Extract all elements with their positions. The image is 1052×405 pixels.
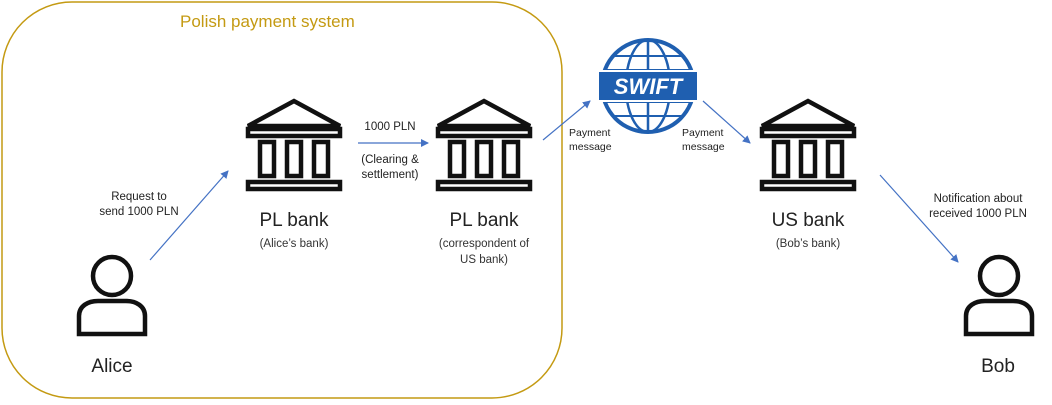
- alice-name: Alice: [91, 356, 133, 377]
- pl-correspondent-bank-icon: [438, 101, 530, 189]
- edge-label-notification-line2: received 1000 PLN: [929, 208, 1027, 220]
- edge-label-clearing-line1: (Clearing &: [361, 154, 419, 166]
- swift-globe-icon: SWIFT: [597, 38, 699, 134]
- edge-label-clearing-line2: settlement): [361, 169, 419, 181]
- us-bank-icon: [762, 101, 854, 189]
- edge-label-payment-message-1-line1: Payment: [569, 127, 611, 139]
- edge-label-payment-message-1-line2: message: [569, 141, 612, 153]
- edge-label-alice-line1: Request to: [111, 191, 167, 203]
- swift-label: SWIFT: [614, 74, 684, 99]
- edge-label-clearing-amount: 1000 PLN: [364, 121, 416, 133]
- edge-label-payment-message-2-line2: message: [682, 141, 725, 153]
- edge-label-notification-line1: Notification about: [933, 193, 1023, 205]
- us-bank-subtitle: (Bob’s bank): [775, 238, 841, 250]
- us-bank-name: US bank: [771, 210, 845, 231]
- pl-bank-icon: [248, 101, 340, 189]
- pl-bank-name: PL bank: [259, 210, 329, 231]
- alice-person-icon: [79, 257, 145, 334]
- bob-person-icon: [966, 257, 1032, 334]
- edge-label-alice-line2: send 1000 PLN: [99, 206, 179, 218]
- bob-name: Bob: [981, 356, 1015, 377]
- pl-correspondent-subtitle-line2: US bank): [460, 254, 508, 266]
- pl-correspondent-subtitle-line1: (correspondent of: [438, 238, 530, 250]
- pl-correspondent-bank-name: PL bank: [449, 210, 519, 231]
- arrow-correspondent-to-swift: [542, 100, 591, 141]
- region-title: Polish payment system: [180, 12, 355, 31]
- polish-payment-system-region: [1, 1, 563, 399]
- arrow-alice-to-pl-bank: [149, 170, 229, 261]
- arrow-us-bank-to-bob: [879, 174, 959, 263]
- pl-bank-subtitle: (Alice’s bank): [259, 238, 329, 250]
- edge-label-payment-message-2-line1: Payment: [682, 127, 724, 139]
- arrow-swift-to-us-bank: [702, 100, 751, 144]
